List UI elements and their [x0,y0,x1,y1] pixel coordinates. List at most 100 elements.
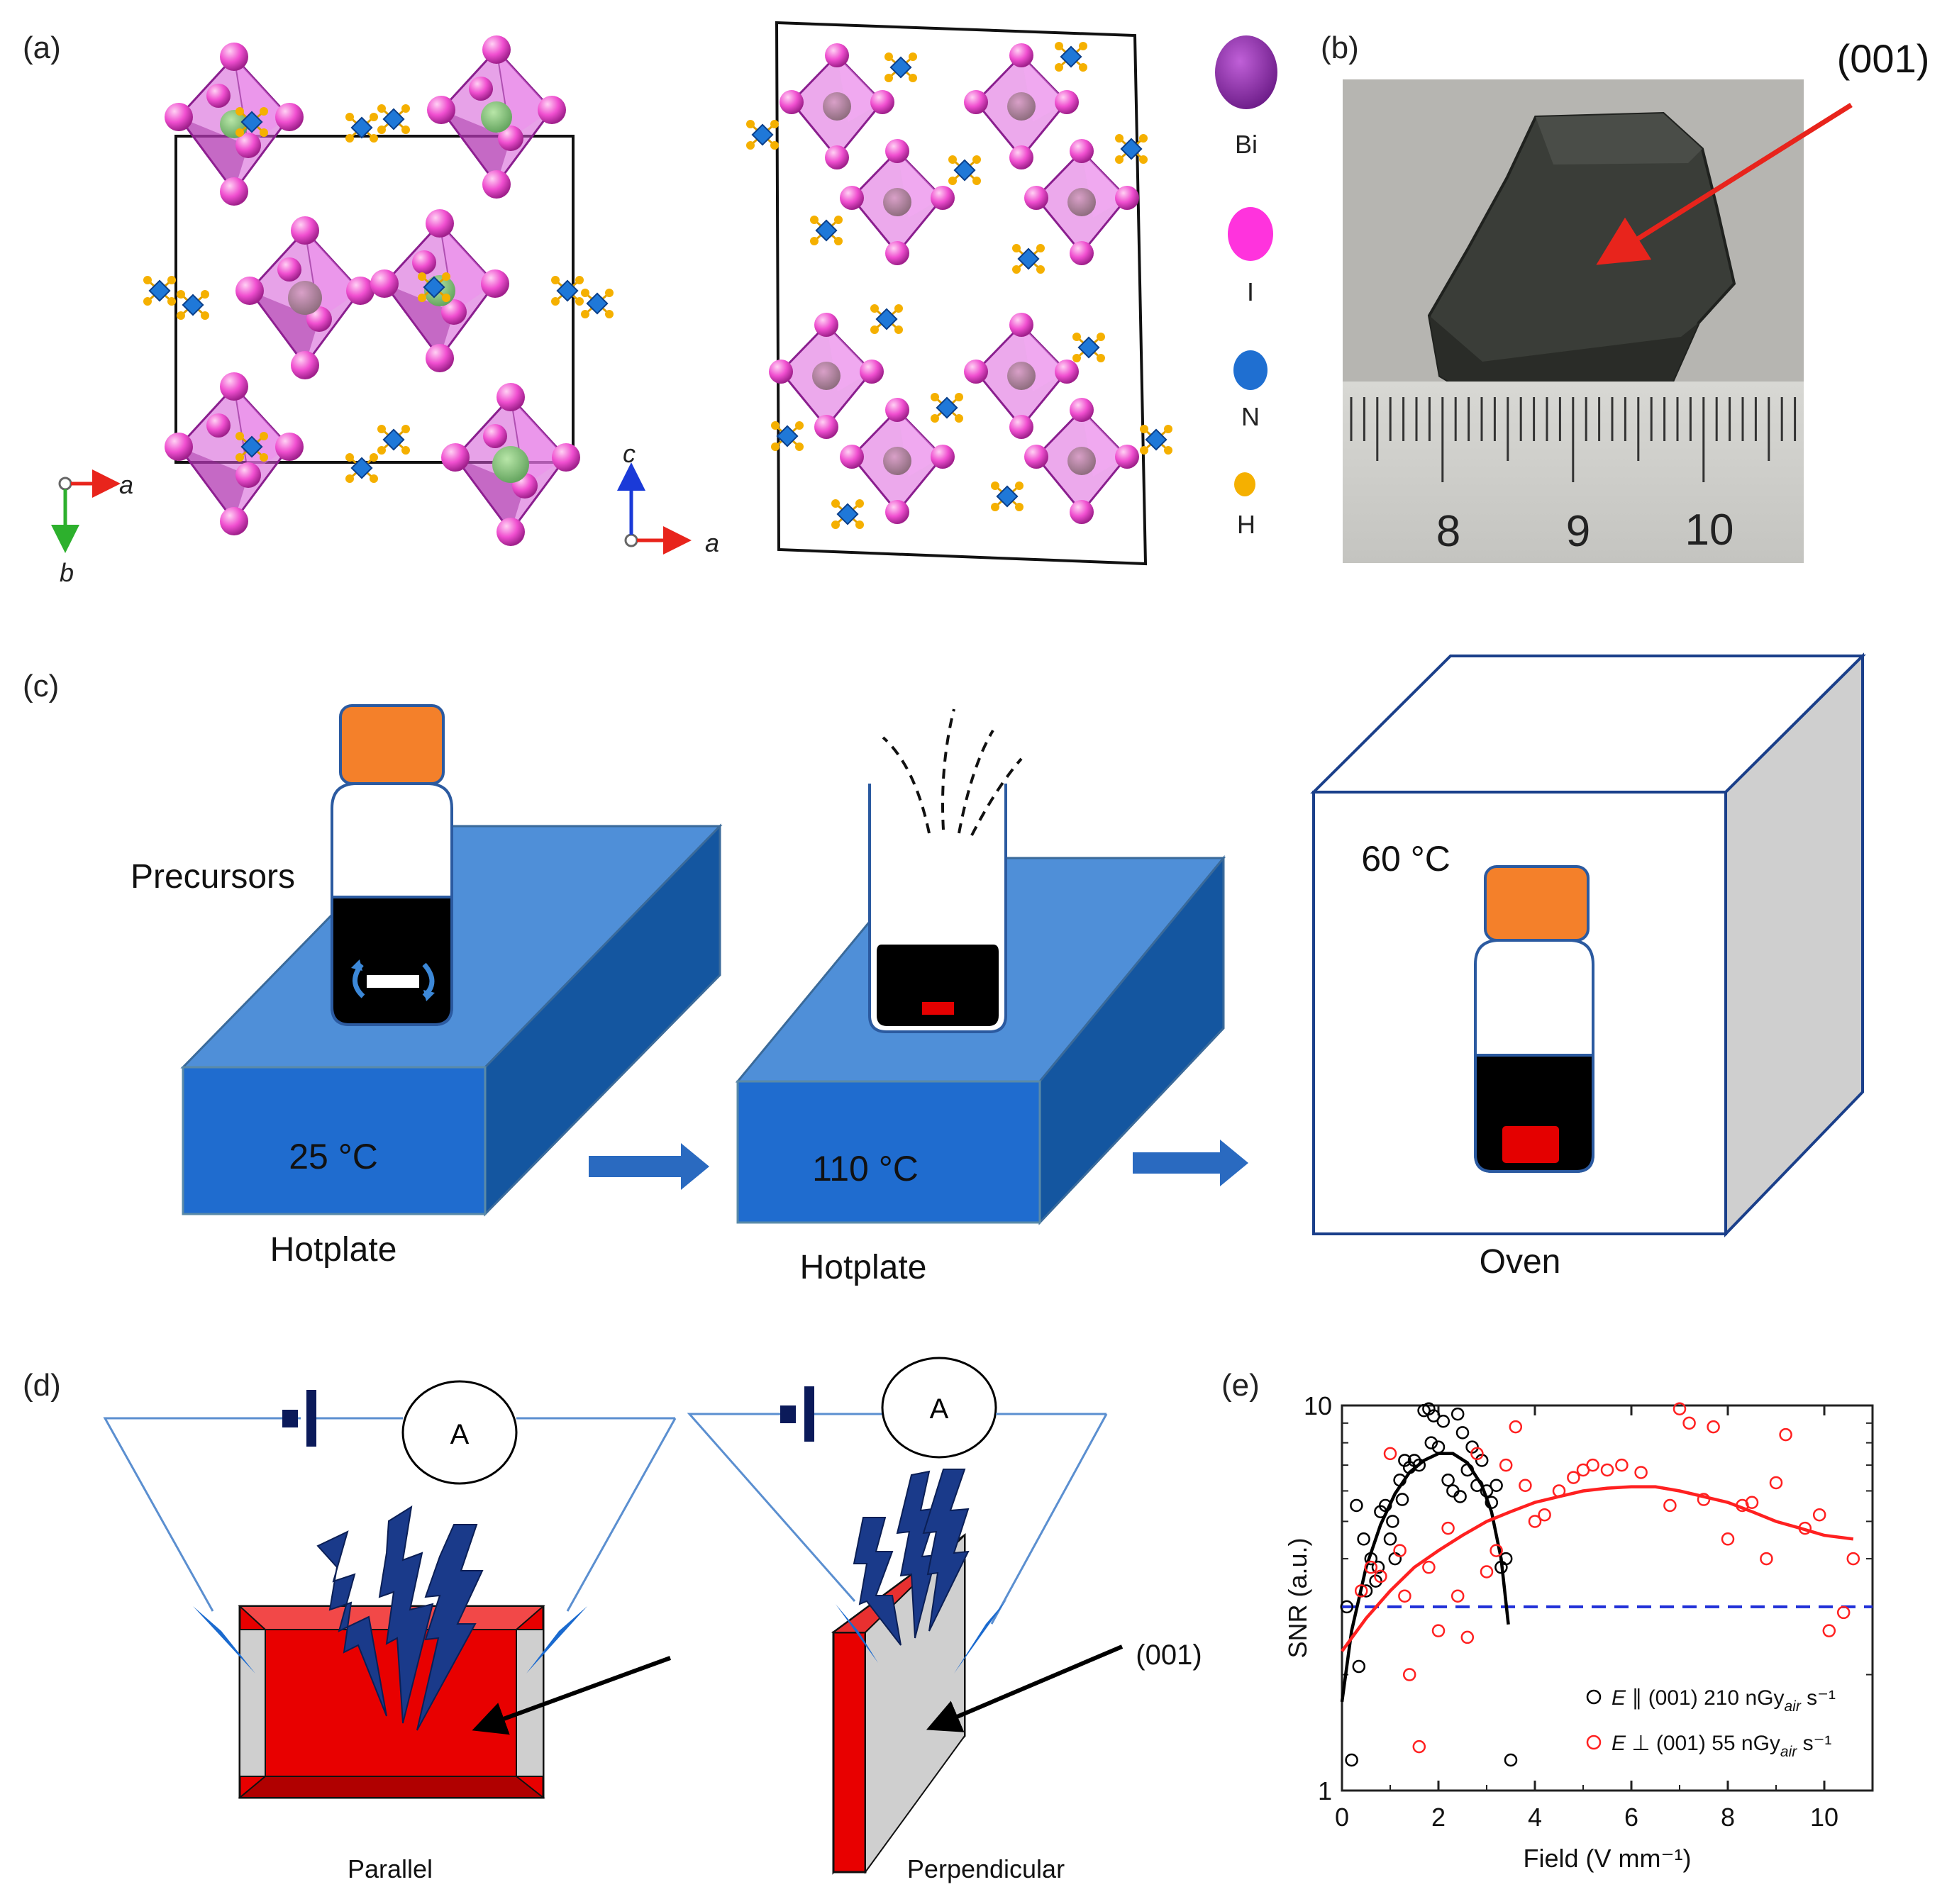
legend-n-swatch [1233,350,1268,390]
legend-bi-label: Bi [1235,130,1258,159]
temp-25: 25 °C [289,1137,378,1176]
data-point [1586,1458,1599,1472]
temp-60: 60 °C [1361,839,1450,879]
ruler-number-8: 8 [1436,507,1460,556]
process-arrow-1 [589,1143,709,1190]
legend-h-swatch [1234,472,1255,496]
temp-110: 110 °C [812,1149,919,1188]
data-point [1519,1479,1532,1492]
data-point [1383,1532,1397,1546]
data-point [1812,1508,1826,1522]
data-point [1721,1532,1735,1546]
legend-marker [1586,1735,1602,1750]
data-point [1424,1436,1438,1449]
series-0 [1340,1402,1518,1767]
panel-e-label: (e) [1221,1368,1260,1403]
fit-curve [1340,1452,1510,1703]
axis-label-a-right: a [705,528,719,557]
data-point [1567,1471,1580,1484]
data-point [1412,1458,1426,1472]
data-point [1450,1407,1465,1421]
ammeter-icon [401,1380,518,1485]
x-tick-label: 2 [1431,1803,1446,1832]
caption-hotplate-1: Hotplate [270,1231,397,1269]
x-tick-label: 8 [1721,1803,1735,1832]
panel-d: (d) A Parallel [23,1357,1202,1883]
atom-legend: Bi I N H [1215,35,1277,539]
data-point [1615,1458,1629,1472]
data-point [1836,1605,1851,1620]
data-point [1760,1552,1773,1566]
data-point [1374,1569,1387,1583]
legend-entry: E ∥ (001) 210 nGyair s⁻¹ [1612,1686,1836,1715]
facet-label-d: (001) [1136,1639,1202,1671]
facet-label-001: (001) [1837,36,1930,81]
data-point [1386,1515,1399,1528]
axis-label-b: b [60,558,74,587]
ammeter-label-right: A [930,1393,949,1425]
data-point [1470,1447,1484,1461]
battery-icon [780,1405,796,1423]
precursor-vial: Precursors [131,704,453,1026]
panel-a-label: (a) [23,30,61,65]
fit-curve [1341,1485,1854,1652]
x-tick-label: 4 [1528,1803,1542,1832]
perpendicular-setup: A (001) Perpendicular [687,1357,1202,1883]
data-point [1480,1565,1494,1579]
data-point [1441,1521,1455,1535]
data-point [1345,1753,1358,1767]
data-point [1528,1515,1542,1528]
caption-parallel: Parallel [348,1854,433,1883]
data-point [1663,1498,1677,1513]
ruler-number-9: 9 [1566,507,1590,556]
panel-d-label: (d) [23,1368,61,1403]
ruler-ticks [1350,397,1797,482]
data-point [1600,1463,1614,1477]
data-point [1509,1420,1523,1434]
data-point [1436,1414,1450,1428]
y-tick-label: 10 [1304,1391,1332,1420]
caption-hotplate-2: Hotplate [800,1249,927,1286]
data-point [1393,1544,1407,1557]
data-point [1352,1659,1366,1674]
data-point [1350,1498,1363,1513]
legend-i-swatch [1228,207,1273,261]
caption-perpendicular: Perpendicular [907,1854,1065,1883]
data-point [1426,1409,1441,1423]
x-tick-label: 6 [1624,1803,1638,1832]
data-point [1682,1416,1696,1430]
y-axis-title: SNR (a.u.) [1283,1537,1312,1658]
data-point [1499,1458,1513,1472]
facet-arrow [1596,103,1853,265]
data-point [1371,1560,1385,1574]
data-point [1422,1560,1436,1574]
data-point [1455,1426,1470,1440]
caption-oven: Oven [1480,1243,1561,1281]
data-point [1398,1589,1411,1603]
stir-bar [367,975,419,988]
data-point [1634,1466,1648,1479]
data-point [1707,1420,1720,1434]
oven: 60 °C Oven [1310,652,1866,1281]
x-axis-title: Field (V mm⁻¹) [1524,1844,1692,1873]
axis-label-a-left: a [119,470,133,499]
data-point [1412,1739,1426,1754]
data-point [1395,1493,1409,1506]
data-point [1354,1584,1368,1598]
grown-crystal [1502,1126,1559,1163]
panel-a: (a) [23,21,1277,587]
x-tick-label: 10 [1810,1803,1838,1832]
xray-icon [316,1530,387,1717]
panel-b-label: (b) [1321,30,1359,65]
data-point [1402,1668,1416,1681]
process-arrow-2 [1133,1140,1248,1186]
crystal-seed [922,1002,954,1015]
legend-i-label: I [1247,277,1254,306]
legend-marker [1586,1689,1602,1705]
evaporation-vial [868,708,1023,1033]
ammeter-icon [881,1357,997,1459]
data-point [1340,1600,1354,1614]
data-point [1441,1473,1455,1487]
